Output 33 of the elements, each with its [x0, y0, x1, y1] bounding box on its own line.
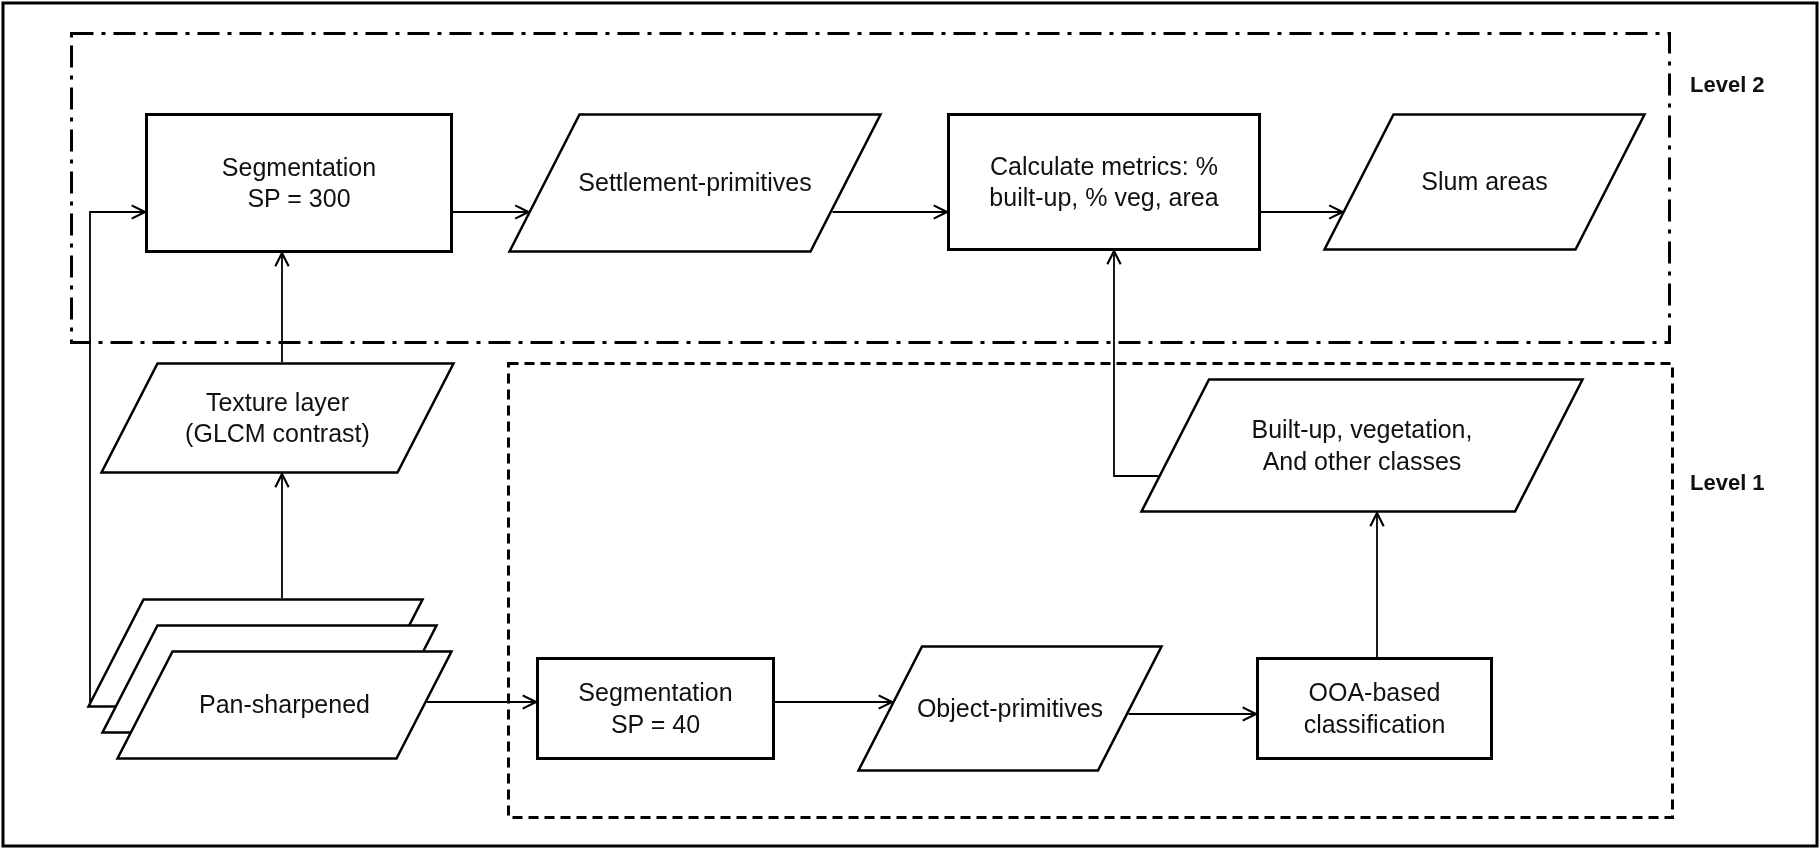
node-label: Settlement-primitives — [577, 167, 813, 199]
arrow — [1260, 204, 1344, 220]
process-box — [536, 657, 775, 760]
data-parallelogram — [857, 645, 1163, 772]
node-label: Calculate metrics: % built-up, % veg, area — [988, 150, 1220, 213]
node-label: Built-up, vegetation, And other classes — [1250, 414, 1474, 477]
arrow — [1106, 249, 1160, 477]
arrow — [274, 472, 290, 599]
arrow — [89, 204, 147, 703]
level-label: Level 1 — [1690, 470, 1765, 496]
arrow — [426, 694, 538, 710]
data-parallelogram — [100, 362, 455, 474]
level-label: Level 2 — [1690, 72, 1765, 98]
process-box — [947, 113, 1261, 251]
stacked-data-parallelogram — [87, 598, 453, 760]
arrow — [452, 204, 530, 220]
arrow — [1127, 706, 1258, 722]
node-label: Segmentation SP = 40 — [577, 677, 734, 740]
node-label: Object-primitives — [915, 692, 1105, 724]
arrow — [274, 251, 290, 363]
arrow — [774, 694, 894, 710]
process-box — [1256, 657, 1493, 760]
node-label: Texture layer (GLCM contrast) — [184, 386, 371, 449]
node-label: OOA-based classification — [1302, 677, 1447, 740]
arrow — [831, 204, 949, 220]
node-label: Slum areas — [1420, 166, 1549, 198]
arrow — [1369, 511, 1385, 658]
data-parallelogram — [508, 113, 882, 253]
data-parallelogram — [1140, 378, 1584, 513]
data-parallelogram — [1323, 113, 1646, 251]
node-label: Pan-sharpened — [198, 689, 371, 721]
node-label: Segmentation SP = 300 — [220, 151, 378, 214]
process-box — [145, 113, 453, 253]
